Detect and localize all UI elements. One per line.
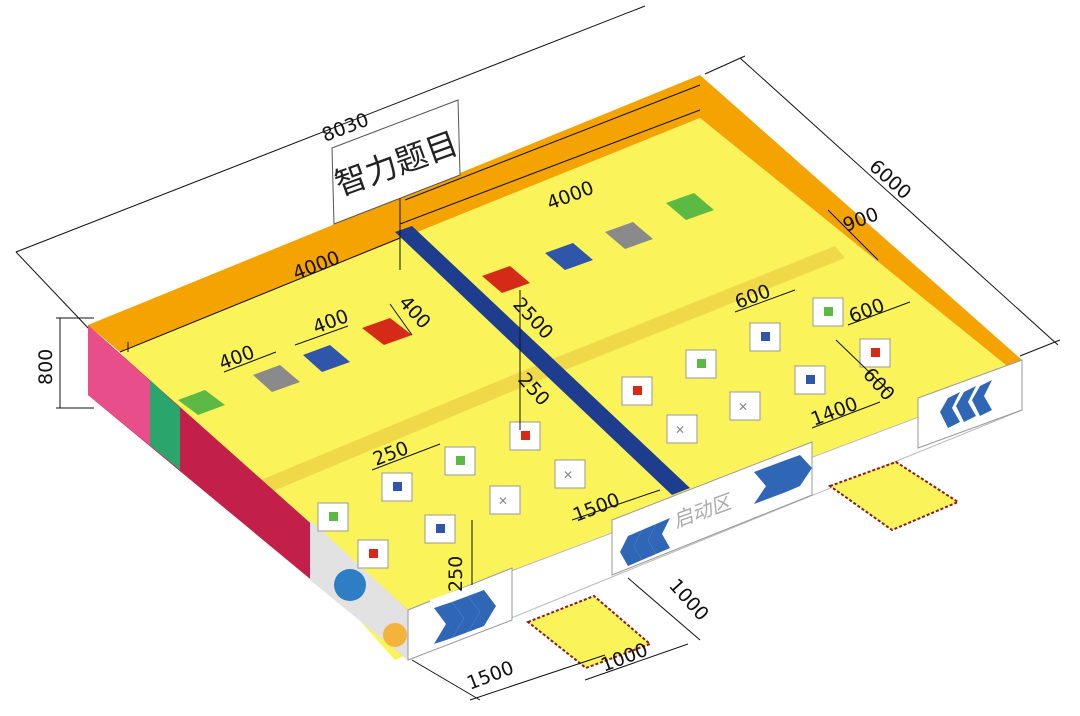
cube-gray-left-1: ✕ [489, 485, 521, 515]
cube-red-left-back [509, 421, 541, 451]
dim-wall-height: 800 [35, 349, 57, 385]
square-blue-right [545, 243, 593, 270]
cube-blue-left-2 [424, 514, 456, 544]
dim-bottom-1500: 1500 [464, 657, 517, 695]
floor-band-right [520, 246, 845, 384]
chevron-right-icon [434, 590, 496, 644]
square-red-right [482, 266, 530, 293]
square-green-left [178, 390, 225, 415]
start-pad-right [827, 460, 961, 532]
svg-text:✕: ✕ [563, 468, 573, 482]
squares-right [482, 193, 714, 293]
square-gray-left [253, 365, 300, 392]
cube-gray-right-2: ✕ [729, 391, 761, 421]
start-pad-left [526, 594, 652, 670]
banner-circle [383, 623, 407, 647]
svg-text:✕: ✕ [498, 494, 508, 508]
inner-dimension-lines [119, 84, 911, 701]
dim-cube-gap-left-2: 250 [445, 556, 467, 592]
cube-green-left [317, 502, 349, 532]
svg-text:✕: ✕ [675, 423, 685, 437]
chevron-left-icon-right [940, 380, 992, 428]
center-divider [395, 226, 690, 495]
cube-red-left-front [357, 539, 389, 569]
cube-blue-left-1 [381, 472, 413, 502]
cube-green-right-2 [812, 297, 844, 327]
cube-gray-right-1: ✕ [666, 414, 698, 444]
chevron-right-icon-start [754, 455, 812, 504]
cube-green-left-2 [444, 446, 476, 476]
square-green-right [666, 193, 714, 220]
cube-blue-right-2 [794, 365, 826, 395]
front-panel-right [917, 359, 1023, 449]
floor-band-left [232, 372, 530, 504]
squares-left [178, 318, 412, 415]
cube-gray-left-2: ✕ [554, 459, 586, 489]
cubes-left: ✕ ✕ [317, 421, 586, 569]
cube-green-right-1 [685, 349, 717, 379]
cube-blue-right-1 [749, 322, 781, 352]
dim-pad-1000: 1000 [664, 575, 713, 626]
square-gray-right [605, 222, 653, 249]
right-wall [700, 75, 1022, 378]
left-wall-banner-b [150, 380, 180, 470]
overall-dimension-lines [15, 5, 1061, 409]
cube-red-right-2 [859, 338, 891, 368]
chevron-left-icon [620, 518, 670, 566]
banner-globe [334, 569, 366, 601]
cube-red-right-1 [621, 376, 653, 406]
square-blue-left [303, 345, 350, 372]
dim-overall-width: 6000 [865, 155, 916, 204]
cubes-right: ✕ ✕ [621, 297, 891, 444]
square-red-left [362, 318, 412, 345]
svg-text:✕: ✕ [738, 400, 748, 414]
